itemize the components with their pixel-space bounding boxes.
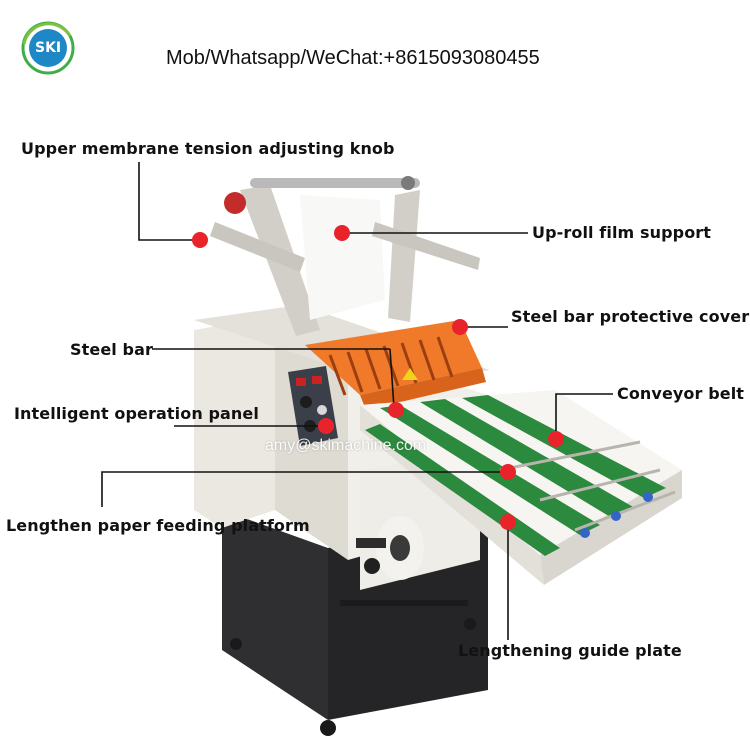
feeding-platform bbox=[360, 390, 682, 585]
label-uproll-support: Up-roll film support bbox=[532, 223, 712, 242]
marker-guide-plate bbox=[500, 514, 516, 530]
marker-conveyor-belt bbox=[548, 431, 564, 447]
marker-uproll-support bbox=[334, 225, 350, 241]
label-operation-panel: Intelligent operation panel bbox=[14, 404, 259, 423]
marker-upper-knob bbox=[192, 232, 208, 248]
label-paper-platform: Lengthen paper feeding platform bbox=[6, 516, 310, 535]
label-guide-plate: Lengthening guide plate bbox=[458, 641, 682, 660]
label-upper-knob: Upper membrane tension adjusting knob bbox=[21, 139, 395, 158]
orange-cover bbox=[305, 320, 486, 410]
film-support-frame bbox=[210, 176, 480, 336]
marker-operation-panel bbox=[318, 418, 334, 434]
marker-steel-bar bbox=[388, 402, 404, 418]
label-conveyor-belt: Conveyor belt bbox=[617, 384, 745, 403]
label-steel-bar-cover: Steel bar protective cover bbox=[511, 307, 750, 326]
watermark-email: amy@skimachine.com bbox=[265, 437, 427, 454]
label-steel-bar: Steel bar bbox=[70, 340, 153, 359]
ski-logo bbox=[21, 21, 75, 75]
contact-line: Mob/Whatsapp/WeChat:+8615093080455 bbox=[166, 47, 540, 69]
callout-markers bbox=[192, 225, 564, 530]
logo-text: SKI bbox=[35, 40, 62, 56]
marker-steel-bar-cover bbox=[452, 319, 468, 335]
marker-paper-platform bbox=[500, 464, 516, 480]
leader-lines bbox=[101, 162, 613, 640]
